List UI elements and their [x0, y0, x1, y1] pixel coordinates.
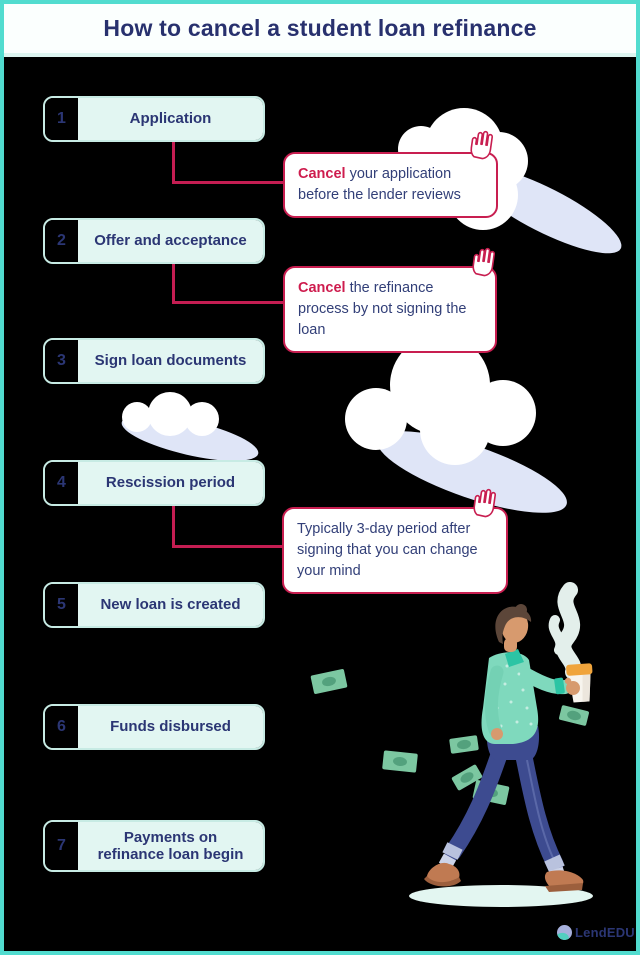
left-hand [491, 728, 503, 740]
thumb [564, 677, 572, 685]
stop-hand-icon [470, 130, 494, 160]
shirt-collar [505, 649, 524, 667]
steam-icon [555, 582, 582, 680]
callout-text: the refinance process by not signing the… [298, 280, 467, 339]
shoe-sole [545, 883, 583, 892]
lendedu-logo-icon [557, 925, 572, 940]
step-3-sign-documents: 3 Sign loan documents [43, 338, 265, 384]
lendedu-logo-text: LendEDU [575, 925, 635, 940]
step-5-new-loan-created: 5 New loan is created [43, 582, 265, 628]
connector-step1-horizontal [172, 181, 290, 184]
step-number: 5 [45, 584, 78, 626]
step-number: 6 [45, 706, 78, 748]
callout-text: Typically 3-day period after signing tha… [297, 521, 478, 580]
page-title: How to cancel a student loan refinance [103, 15, 537, 41]
step-label: Application [78, 98, 263, 140]
step-number: 1 [45, 98, 78, 140]
callout-cancel-application: Cancel your application before the lende… [283, 152, 498, 219]
step-1-application: 1 Application [43, 96, 265, 142]
step-number: 7 [45, 822, 78, 870]
header: How to cancel a student loan refinance [4, 4, 636, 57]
step-2-offer-acceptance: 2 Offer and acceptance [43, 218, 265, 264]
step-7-payments-begin: 7 Payments on refinance loan begin [43, 820, 265, 872]
step-label: Funds disbursed [78, 706, 263, 748]
cloud-puff [420, 395, 490, 465]
right-hand [566, 681, 580, 695]
step-number: 2 [45, 220, 78, 262]
walking-man-with-coffee-illustration [409, 582, 593, 907]
callout-highlight: Cancel [298, 166, 346, 182]
left-arm [484, 665, 504, 737]
hair [495, 606, 532, 644]
connector-step4-horizontal [172, 545, 289, 548]
connector-step1-vertical [172, 142, 175, 184]
money-bill-icon [310, 668, 348, 695]
connector-step2-vertical [172, 264, 175, 304]
cloud-small-left [115, 392, 265, 471]
step-label: Offer and acceptance [78, 220, 263, 262]
cloud-puff [185, 402, 219, 436]
step-number: 4 [45, 462, 78, 504]
callout-rescission-info: Typically 3-day period after signing tha… [282, 507, 508, 595]
pant-stripe [526, 759, 555, 861]
steam-icon [548, 615, 566, 655]
callout-cancel-refinance: Cancel the refinance process by not sign… [283, 266, 497, 354]
pant-cuff [544, 854, 565, 873]
pant-cuff [442, 842, 463, 860]
step-label: Rescission period [78, 462, 263, 504]
callout-text: your application before the lender revie… [298, 166, 461, 204]
shoe [426, 862, 460, 885]
ground-shadow [409, 885, 593, 907]
callout-highlight: Cancel [298, 280, 346, 296]
shoe-sole [424, 876, 461, 887]
cloud-puff [148, 392, 192, 436]
stop-hand-icon [472, 247, 496, 277]
step-4-rescission-period: 4 Rescission period [43, 460, 265, 506]
step-number: 3 [45, 340, 78, 382]
sleeve-cuff [554, 677, 565, 695]
cloud-puff [122, 402, 152, 432]
step-6-funds-disbursed: 6 Funds disbursed [43, 704, 265, 750]
lendedu-logo: LendEDU [557, 925, 635, 940]
step-label: Payments on refinance loan begin [78, 822, 263, 870]
step-label: Sign loan documents [78, 340, 263, 382]
connector-step4-vertical [172, 506, 175, 548]
connector-step2-horizontal [172, 301, 290, 304]
step-label: New loan is created [78, 584, 263, 626]
back-leg [444, 743, 509, 861]
cloud-big-center [335, 332, 576, 530]
stop-hand-icon [473, 488, 497, 518]
hair-tuft [515, 604, 527, 616]
